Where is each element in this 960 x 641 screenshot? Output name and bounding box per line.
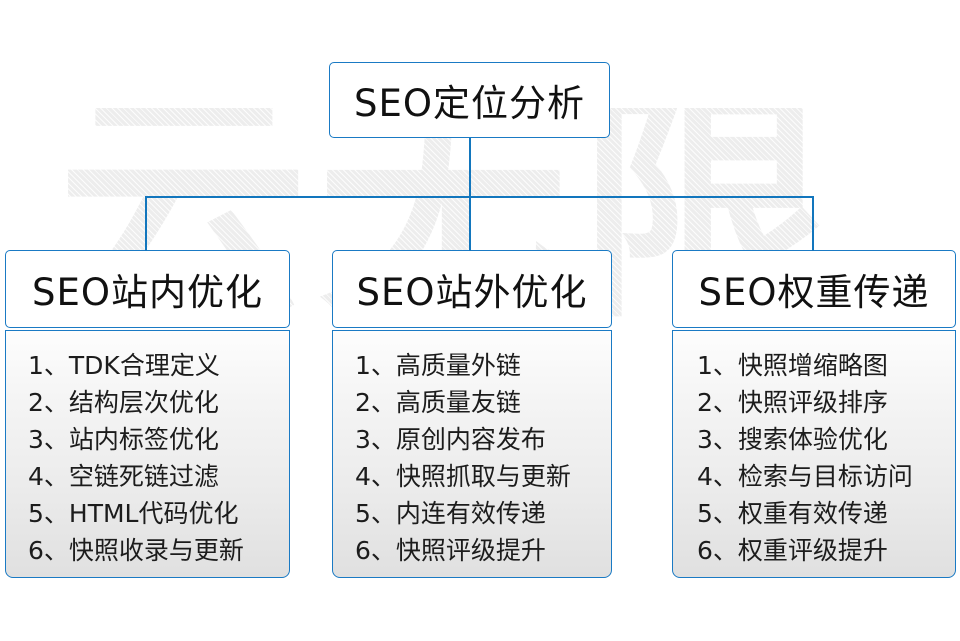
root-node-label: SEO定位分析	[354, 82, 585, 125]
root-node-seo-positioning-analysis[interactable]: SEO定位分析	[329, 62, 610, 138]
list-item: 6、快照收录与更新	[28, 536, 244, 565]
connector-drop-center	[469, 196, 471, 251]
connector-drop-right	[812, 196, 814, 251]
list-item: 2、高质量友链	[355, 388, 521, 417]
list-item: 5、HTML代码优化	[28, 499, 239, 528]
item-list: 1、高质量外链 2、高质量友链 3、原创内容发布 4、快照抓取与更新 5、内连有…	[333, 331, 611, 569]
list-item: 5、权重有效传递	[697, 499, 888, 528]
column-header-seo-onsite-optimization[interactable]: SEO站内优化	[5, 250, 290, 328]
list-item: 6、快照评级提升	[355, 536, 546, 565]
connector-drop-left	[145, 196, 147, 251]
column-body-seo-weight-transfer: 1、快照增缩略图 2、快照评级排序 3、搜索体验优化 4、检索与目标访问 5、权…	[672, 330, 956, 578]
list-item: 4、空链死链过滤	[28, 462, 219, 491]
list-item: 3、站内标签优化	[28, 425, 219, 454]
column-body-seo-onsite-optimization: 1、TDK合理定义 2、结构层次优化 3、站内标签优化 4、空链死链过滤 5、H…	[5, 330, 290, 578]
column-body-seo-offsite-optimization: 1、高质量外链 2、高质量友链 3、原创内容发布 4、快照抓取与更新 5、内连有…	[332, 330, 612, 578]
item-list: 1、快照增缩略图 2、快照评级排序 3、搜索体验优化 4、检索与目标访问 5、权…	[673, 331, 955, 569]
connector-horizontal-bus	[145, 196, 814, 198]
column-header-label: SEO站外优化	[356, 271, 588, 314]
column-header-label: SEO权重传递	[698, 271, 930, 314]
column-header-seo-weight-transfer[interactable]: SEO权重传递	[672, 250, 956, 328]
column-header-seo-offsite-optimization[interactable]: SEO站外优化	[332, 250, 612, 328]
list-item: 3、原创内容发布	[355, 425, 546, 454]
connector-root-vertical	[469, 138, 471, 198]
list-item: 1、快照增缩略图	[697, 351, 888, 380]
list-item: 2、结构层次优化	[28, 388, 219, 417]
list-item: 1、高质量外链	[355, 351, 521, 380]
list-item: 4、检索与目标访问	[697, 462, 913, 491]
list-item: 5、内连有效传递	[355, 499, 546, 528]
column-header-label: SEO站内优化	[32, 271, 263, 314]
item-list: 1、TDK合理定义 2、结构层次优化 3、站内标签优化 4、空链死链过滤 5、H…	[6, 331, 289, 569]
list-item: 6、权重评级提升	[697, 536, 888, 565]
list-item: 3、搜索体验优化	[697, 425, 888, 454]
list-item: 2、快照评级排序	[697, 388, 888, 417]
list-item: 1、TDK合理定义	[28, 351, 220, 380]
list-item: 4、快照抓取与更新	[355, 462, 571, 491]
